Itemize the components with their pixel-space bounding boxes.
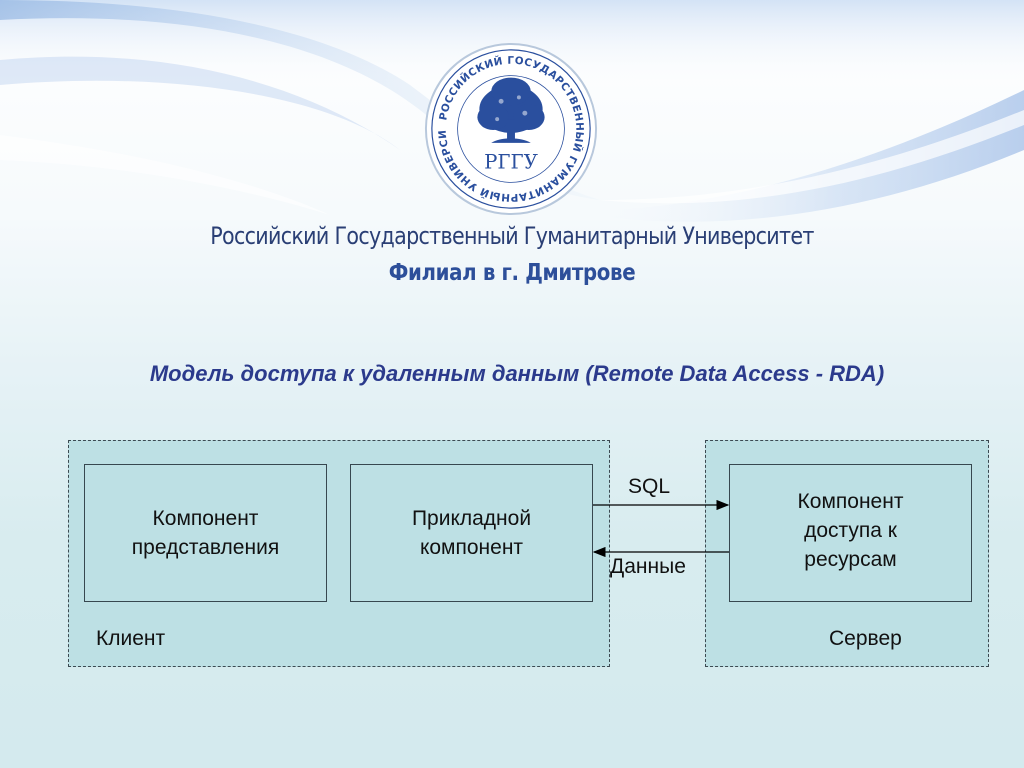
branch-name: Филиал в г. Дмитрове [388,260,636,286]
application-component-box: Прикладной компонент [350,464,593,602]
presentation-component-box: Компонент представления [84,464,327,602]
sql-flow-label: SQL [628,475,671,498]
resource-access-component-box: Компонент доступа к ресурсам [729,464,972,602]
client-label: Клиент [96,627,166,650]
tree-icon [477,77,545,143]
university-name: Российский Государственный Гуманитарный … [210,222,814,250]
university-seal-logo: РОССИЙСКИЙ ГОСУДАРСТВЕННЫЙ ГУМАНИТАРНЫЙ … [422,40,598,216]
slide-title: Модель доступа к удаленным данным (Remot… [149,361,885,386]
seal-monogram: РГГУ [484,151,538,174]
server-label: Сервер [829,627,902,650]
data-flow-label: Данные [610,555,686,578]
